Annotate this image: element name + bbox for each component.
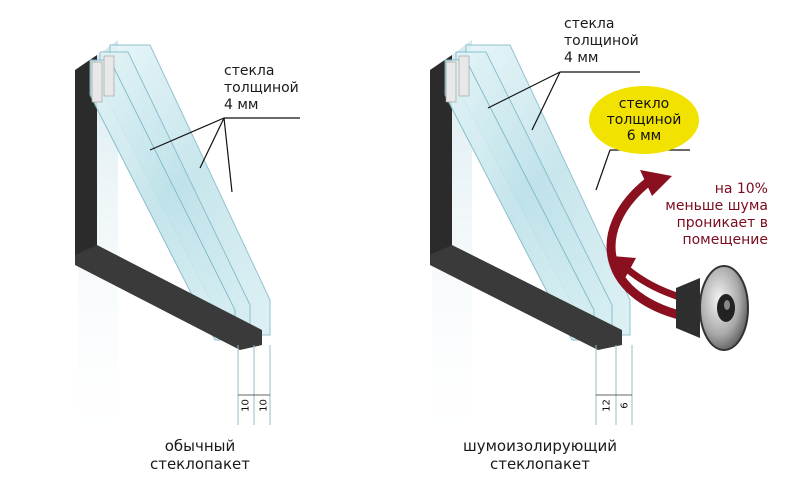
left-glass-label-line1: стекла: [224, 63, 275, 79]
right-highlight-leader: [595, 149, 611, 191]
left-frame-back: [75, 55, 97, 260]
highlight-line2: толщиной: [606, 112, 682, 128]
left-leader-2: [199, 117, 225, 169]
right-glass-label: стекла толщиной 4 мм: [564, 16, 639, 67]
left-glass-label-line2: толщиной: [224, 80, 299, 96]
right-leader-1: [487, 71, 561, 109]
right-dim-2: 6: [619, 402, 631, 409]
right-frame-bottom: [430, 245, 622, 350]
left-glass-label-line3: 4 мм: [224, 97, 259, 113]
noise-note-line4: помещение: [682, 232, 768, 248]
right-glass-label-line2: толщиной: [564, 33, 639, 49]
left-glass-unit: [75, 40, 300, 470]
left-leader-1: [149, 117, 225, 151]
right-caption-line2: стеклопакет: [489, 455, 591, 473]
reflected-arrow-head: [640, 170, 672, 196]
reflected-noise-arrow: [606, 177, 697, 323]
left-dim-2: 10: [258, 399, 270, 412]
left-caption-line1: обычный: [164, 437, 236, 455]
noise-note-line1: на 10%: [714, 181, 768, 197]
left-leader-3: [223, 117, 233, 193]
right-caption-line1: шумоизолирующий: [463, 437, 617, 455]
noise-reduction-note: на 10% меньше шума проникает в помещение: [648, 181, 768, 249]
noise-note-line2: меньше шума: [665, 198, 768, 214]
left-dim-1: 10: [240, 399, 252, 412]
right-glass-unit: [430, 40, 690, 470]
highlight-line1: стекло: [618, 96, 670, 112]
highlight-line3: 6 мм: [626, 128, 662, 144]
noise-note-line3: проникает в: [676, 215, 768, 231]
highlight-badge: [589, 86, 699, 154]
left-caption: обычный стеклопакет: [130, 437, 270, 473]
left-caption-line2: стеклопакет: [149, 455, 251, 473]
left-frame-bottom: [75, 245, 262, 350]
right-frame-back: [430, 55, 452, 260]
right-glass-label-line3: 4 мм: [564, 50, 599, 66]
incoming-arrow-head: [612, 256, 636, 280]
right-leader-2: [531, 71, 561, 131]
right-glass-label-line1: стекла: [564, 16, 615, 32]
right-caption: шумоизолирующий стеклопакет: [450, 437, 630, 473]
highlight-badge-label: стекло толщиной 6 мм: [594, 96, 694, 144]
speaker-icon: [676, 265, 749, 351]
left-glass-label: стекла толщиной 4 мм: [224, 63, 299, 114]
right-dim-1: 12: [601, 399, 613, 412]
